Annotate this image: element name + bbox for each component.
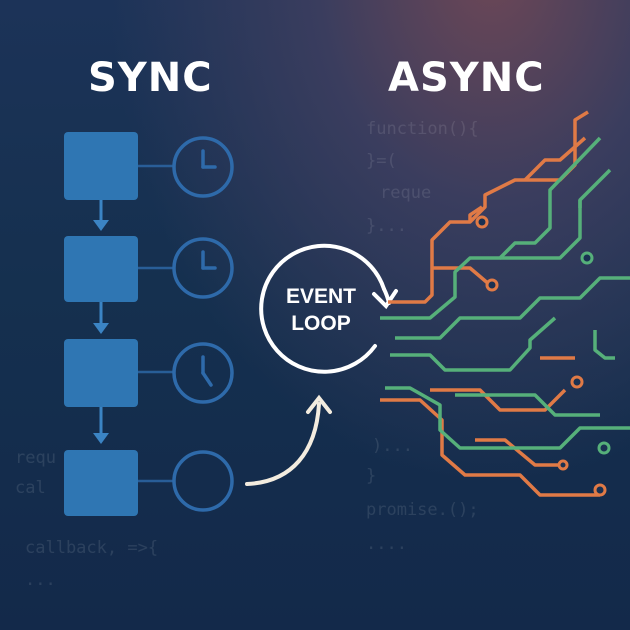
code-snippet: } [366,466,377,486]
curved-arrow-icon [245,394,332,486]
event-loop-label-line2: LOOP [291,312,351,335]
branch-node-icon [475,215,611,497]
code-snippet: )... [372,436,413,456]
loop-arrow-icon [372,289,398,310]
event-loop-ring [259,243,391,374]
sync-task-block [64,132,138,200]
code-snippet: ... [25,570,56,590]
clock-icon [172,237,234,299]
code-snippet: }=( [366,151,397,171]
down-arrow-icon [93,200,109,231]
async-title: ASYNC [388,55,545,101]
empty-circle-icon [172,450,234,512]
sync-task-block [64,236,138,302]
sync-title: SYNC [88,55,213,101]
code-snippet: function(){ [366,119,479,139]
sync-task-block [64,450,138,516]
sync-connectors [137,164,175,483]
code-snippet: }... [366,216,407,236]
code-snippet: reque [380,183,432,203]
code-snippet: cal [15,478,46,498]
clock-icon [172,342,234,404]
sync-task-block [64,339,138,407]
async-branches-green [380,136,630,450]
code-snippet: .... [366,534,407,554]
event-loop-label-line1: EVENT [285,285,356,308]
down-arrow-icon [93,302,109,334]
code-snippet: promise.(); [366,500,479,520]
code-snippet: requ [15,448,56,468]
async-branches-orange [380,110,600,497]
code-snippet: callback, =>{ [25,538,159,558]
down-arrow-icon [93,407,109,444]
clock-icon [172,136,234,198]
